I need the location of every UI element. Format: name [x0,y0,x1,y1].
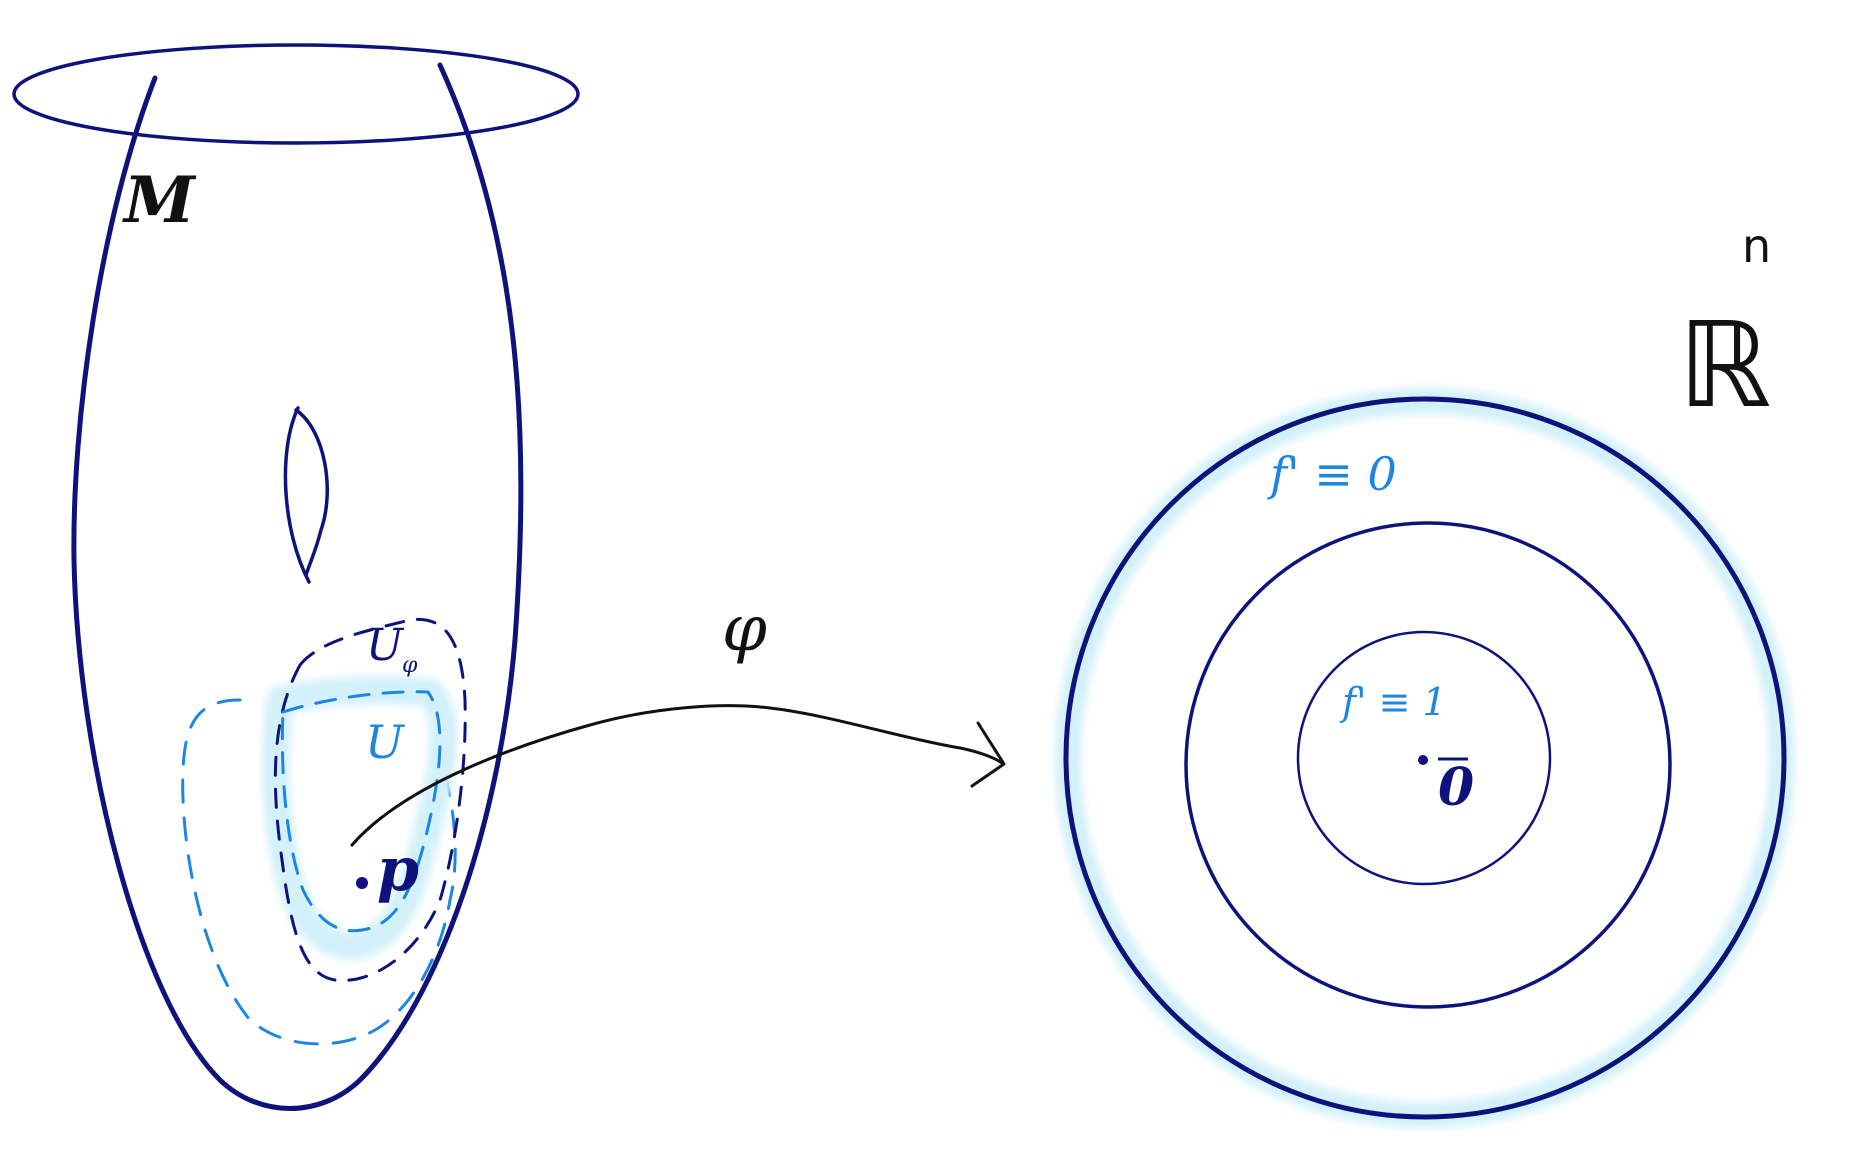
inner-disk-circle [1296,630,1552,886]
point-p-dot [356,877,368,889]
neighborhood-u-boundary [280,690,442,933]
manifold-m [12,43,580,1111]
neighborhood-halo [262,676,458,960]
outer-annulus-label: f' ≡ 0 [1267,447,1397,501]
neighborhood-label: U [365,715,406,769]
arrow-head [970,721,1006,788]
origin-label: 0 [1438,757,1474,818]
middle-disk-circle [1184,521,1672,1009]
chart-domain-subscript: φ [402,653,418,678]
chart-domain-label: U [366,620,405,671]
outer-disk-circle [1063,396,1787,1120]
chart-domain-dashed-region [273,617,467,982]
outer-dashed-region [181,698,457,1046]
map-label: φ [722,592,767,666]
manifold-top-ellipse [12,43,580,145]
euclidean-exponent-label: n [1742,219,1771,273]
origin-dot [1418,755,1428,765]
manifold-hole [283,406,329,584]
euclidean-disks [1055,388,1795,1128]
point-p-label: p [377,835,419,905]
map-arrow [350,704,1006,847]
inner-disk-label: f' ≡ 1 [1339,680,1447,724]
manifold-outline [71,62,524,1111]
manifold-label: M [122,163,197,238]
euclidean-space-label: ℝ [1678,296,1771,434]
